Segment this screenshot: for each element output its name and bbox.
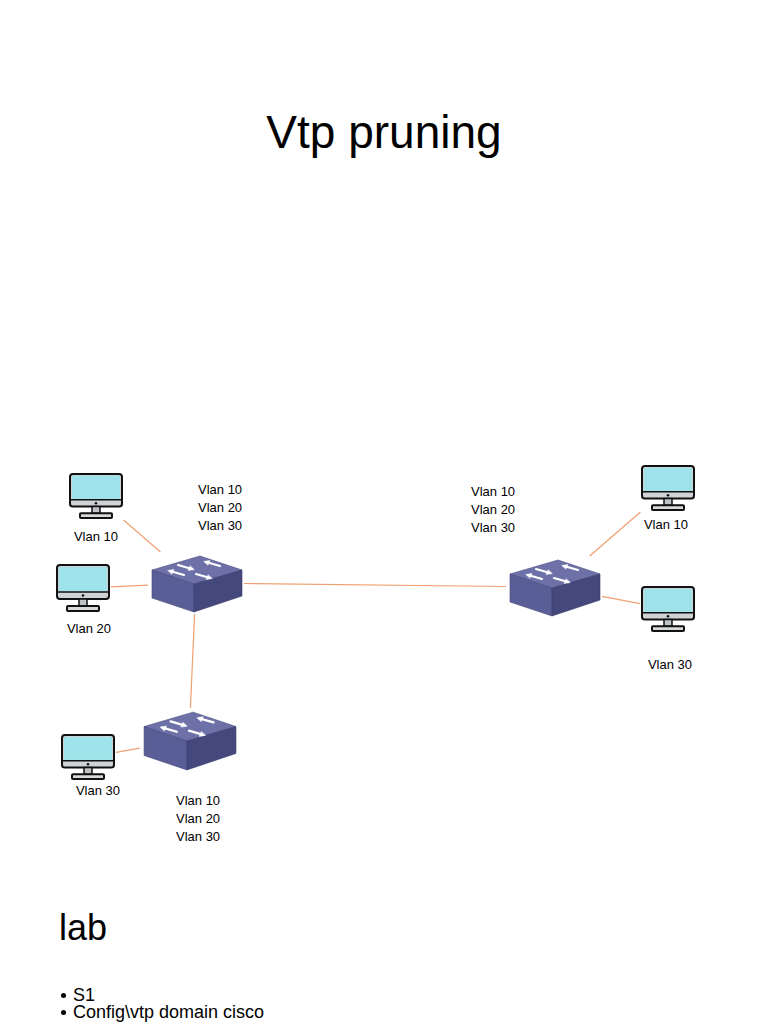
computer-icon xyxy=(60,733,116,781)
vlan-label: Vlan 10 xyxy=(74,529,118,545)
network-link xyxy=(244,584,506,587)
computer-node: Vlan 20 xyxy=(55,563,111,613)
monitor-bezel-line xyxy=(71,499,121,500)
vlan-label: Vlan 20 xyxy=(198,499,242,517)
monitor-screen xyxy=(644,589,692,612)
slide-title: Vtp pruning xyxy=(0,104,768,160)
vlan-list: Vlan 10Vlan 20Vlan 30 xyxy=(471,483,515,537)
vlan-label: Vlan 30 xyxy=(198,517,242,535)
computer-node: Vlan 30 xyxy=(640,585,696,633)
monitor-bezel-line xyxy=(58,591,108,593)
monitor-frame xyxy=(70,474,122,507)
computer-node: Vlan 30 xyxy=(60,733,116,781)
monitor-bezel-line xyxy=(63,760,113,761)
network-link xyxy=(124,520,161,552)
power-dot xyxy=(82,594,85,597)
vlan-label: Vlan 20 xyxy=(67,621,111,637)
network-link xyxy=(602,596,640,603)
vlan-label: Vlan 30 xyxy=(76,783,120,799)
monitor-bezel-line xyxy=(643,491,693,492)
computer-icon xyxy=(640,464,696,512)
computer-node: Vlan 10 xyxy=(640,464,696,512)
switch-side xyxy=(194,570,242,612)
network-switch: Vlan 10Vlan 20Vlan 30 xyxy=(140,708,238,772)
power-dot xyxy=(667,615,670,617)
switch-arrows xyxy=(160,717,213,737)
network-link xyxy=(116,748,140,752)
bullet-dot xyxy=(61,993,66,998)
network-link xyxy=(190,614,194,708)
bullet-text: Config\vtp domain cisco xyxy=(73,1001,264,1023)
switch-icon xyxy=(140,708,238,772)
monitor-stand xyxy=(92,507,100,514)
monitor-screen xyxy=(64,737,112,760)
monitor-frame xyxy=(62,735,114,768)
monitor-base xyxy=(72,774,104,779)
vlan-list: Vlan 10Vlan 20Vlan 30 xyxy=(198,481,242,535)
monitor-stand xyxy=(664,499,672,506)
monitor-base xyxy=(652,626,684,631)
monitor-bezel-line xyxy=(643,612,693,613)
vlan-label: Vlan 30 xyxy=(471,519,515,537)
computer-icon xyxy=(55,563,111,613)
monitor-stand xyxy=(664,620,672,627)
switch-front xyxy=(144,727,187,770)
monitor-stand xyxy=(84,768,92,775)
monitor-frame xyxy=(57,565,109,599)
vlan-label: Vlan 30 xyxy=(176,828,220,846)
monitor-base xyxy=(652,505,684,510)
switch-side xyxy=(552,574,600,616)
vlan-label: Vlan 20 xyxy=(176,810,220,828)
monitor-screen xyxy=(59,567,107,591)
network-link xyxy=(590,512,641,556)
switch-front xyxy=(152,570,194,612)
monitor-base xyxy=(67,606,99,611)
section-heading: lab xyxy=(59,906,107,950)
monitor-screen xyxy=(72,476,120,499)
switch-arrows xyxy=(168,561,220,580)
vlan-label: Vlan 10 xyxy=(176,792,220,810)
monitor-frame xyxy=(642,466,694,499)
power-dot xyxy=(95,502,98,504)
vlan-label: Vlan 10 xyxy=(198,481,242,499)
network-link xyxy=(111,585,148,587)
switch-side xyxy=(187,727,236,770)
computer-icon xyxy=(640,585,696,633)
computer-icon xyxy=(68,472,124,520)
monitor-screen xyxy=(644,468,692,491)
switch-front xyxy=(510,574,552,616)
network-switch: Vlan 10Vlan 20Vlan 30 xyxy=(148,552,244,614)
vlan-label: Vlan 10 xyxy=(471,483,515,501)
power-dot xyxy=(667,494,670,496)
monitor-frame xyxy=(642,587,694,620)
vlan-label: Vlan 20 xyxy=(471,501,515,519)
switch-icon xyxy=(506,556,602,618)
bullet-dot xyxy=(61,1010,66,1015)
network-switch: Vlan 10Vlan 20Vlan 30 xyxy=(506,556,602,618)
monitor-base xyxy=(80,513,112,518)
power-dot xyxy=(87,763,90,765)
switch-icon xyxy=(148,552,244,614)
monitor-stand xyxy=(79,599,87,606)
switch-arrows xyxy=(526,565,578,584)
vlan-label: Vlan 30 xyxy=(648,657,692,673)
vlan-list: Vlan 10Vlan 20Vlan 30 xyxy=(176,792,220,846)
vlan-label: Vlan 10 xyxy=(644,517,688,533)
computer-node: Vlan 10 xyxy=(68,472,124,520)
